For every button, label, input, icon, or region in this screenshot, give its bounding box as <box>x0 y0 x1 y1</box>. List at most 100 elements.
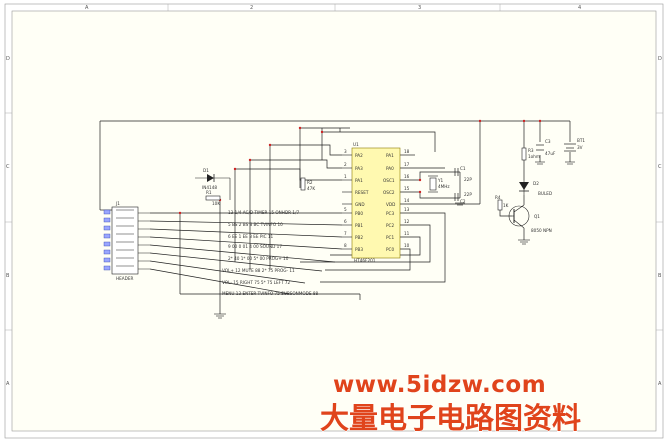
led-part: BULED <box>538 191 552 196</box>
row-label-right-4: A <box>658 381 662 387</box>
crystal-ref: Y1 <box>437 178 444 183</box>
r4-val: 1K <box>503 203 509 208</box>
key-row-6: VOL+ 12 MUTE 88 2* 75 PROG- 11 <box>222 268 295 273</box>
mcu-num-l2: 2 <box>344 162 347 167</box>
diode-d1: D1 IN4148 <box>195 168 231 200</box>
led-d2: D2 BULED <box>519 180 552 196</box>
mcu-pin-r7: PC2 <box>386 223 394 228</box>
c2-val: 22P <box>464 192 472 197</box>
mcu-num-l3: 1 <box>344 174 347 179</box>
mcu-pin-l2: PA3 <box>355 166 363 171</box>
resistor-r2: R2 47K <box>300 177 315 191</box>
junction-dots <box>178 119 542 215</box>
col-label-3: 3 <box>418 5 421 11</box>
mcu-pin-l5: GND <box>355 202 365 207</box>
c1-ref: C1 <box>460 166 466 171</box>
key-row-4: 9 00 0 01 4 00 SOUND 17 <box>228 244 282 249</box>
c1-val: 22P <box>464 177 472 182</box>
connector-j1: J1 HEADER <box>103 201 150 281</box>
key-row-2: 5 BS 2 BS 8 BC TVINFO 10 <box>228 222 283 227</box>
led-ref: D2 <box>533 181 539 186</box>
mcu-pin-r1: PA1 <box>386 153 394 158</box>
r4-ref: R4 <box>495 195 501 200</box>
mcu-pin-l7: PB1 <box>355 223 363 228</box>
c3-val: 47uF <box>545 151 556 156</box>
watermark-cn: 大量电子电路图资料 <box>320 401 581 435</box>
watermark: www.5idzw.com 大量电子电路图资料 <box>320 372 582 436</box>
r2-ref: R2 <box>307 180 313 185</box>
mcu-num-l6: 5 <box>344 207 347 212</box>
mcu-part: HT46F201 <box>354 258 376 263</box>
transistor-ref: Q1 <box>534 214 540 219</box>
mcu-num-r6: 13 <box>404 207 410 212</box>
mcu-pin-r2: PA0 <box>386 166 394 171</box>
row-label-right-3: B <box>658 273 662 279</box>
col-label-2: 2 <box>250 5 253 11</box>
battery-ref: BT1 <box>577 138 585 143</box>
transistor-part: 8050 NPN <box>531 228 552 233</box>
col-label-4: 4 <box>578 5 581 11</box>
mcu-num-r5: 14 <box>404 198 410 203</box>
resistor-r3: R3 1ohm <box>521 147 540 161</box>
mcu-ref: U1 <box>353 142 359 147</box>
mcu-pin-r5: VDD <box>386 202 395 207</box>
connector-ref: J1 <box>115 201 120 206</box>
key-row-1: 13 1/4 AC/D TIMER 15 ONHDR 1/7 <box>228 210 299 215</box>
mcu-pin-l9: PB3 <box>355 247 363 252</box>
r1-ref: R1 <box>206 190 212 195</box>
row-label-right-2: C <box>658 164 662 170</box>
mcu-num-l8: 7 <box>344 231 347 236</box>
capacitor-c2: C2 22P <box>454 192 472 204</box>
zone-ticks <box>5 4 663 331</box>
mcu-num-r1: 18 <box>404 149 410 154</box>
key-row-5: 2* 40 1* 00 5* 00 PROG+ 10 <box>228 256 289 261</box>
capacitor-c1: C1 22P <box>454 166 472 182</box>
mcu-pin-r3: OSC1 <box>383 178 395 183</box>
mcu-num-l1: 3 <box>344 149 347 154</box>
r3-ref: R3 <box>528 148 534 153</box>
mcu-pin-l1: PA2 <box>355 153 363 158</box>
mcu-num-r8: 11 <box>404 231 410 236</box>
diode-ref: D1 <box>203 168 209 173</box>
row-label-left-1: D <box>6 56 10 62</box>
key-row-8: MENU 13 ENTER TVINFO 75 SUBSONMODE 88 <box>222 291 319 296</box>
mcu-pin-l8: PB2 <box>355 235 363 240</box>
mcu-num-r3: 16 <box>404 174 410 179</box>
crystal-val: 4MHz <box>438 184 450 189</box>
key-row-7: VOL- 15 RIGHT 75 5* 75 LEFT 72 <box>222 280 291 285</box>
mcu-pin-r8: PC1 <box>386 235 394 240</box>
c2-ref: C2 <box>460 199 466 204</box>
mcu-num-l7: 6 <box>344 219 347 224</box>
mcu-pin-r6: PC3 <box>386 211 394 216</box>
mcu-num-r7: 12 <box>404 219 410 224</box>
transistor-q1: Q1 8050 NPN <box>508 204 552 233</box>
resistor-r4: R4 1K <box>495 195 509 211</box>
connector-part: HEADER <box>116 276 134 281</box>
r2-val: 47K <box>307 186 315 191</box>
key-row-3: 6 EE 1 EE 3 EE PIC 11 <box>228 234 274 239</box>
mcu-num-l9: 8 <box>344 243 347 248</box>
row-label-left-3: B <box>6 273 10 279</box>
mcu-u1: U1 HT46F201 PA2 PA3 PA1 RESET GND PB0 PB… <box>342 142 410 263</box>
crystal-y1: Y1 4MHz <box>428 175 450 193</box>
battery-bt1: BT1 3V <box>564 138 585 152</box>
mcu-pin-l4: RESET <box>355 190 369 195</box>
row-label-left-2: C <box>6 164 10 170</box>
row-label-right-1: D <box>658 56 662 62</box>
mcu-pin-l6: PB0 <box>355 211 363 216</box>
watermark-url: www.5idzw.com <box>333 372 546 398</box>
battery-val: 3V <box>577 145 583 150</box>
ground-symbols <box>214 161 575 319</box>
col-label-1: A <box>85 5 89 11</box>
r3-val: 1ohm <box>528 154 540 159</box>
mcu-pin-l3: PA1 <box>355 178 363 183</box>
diode-part: IN4148 <box>202 185 217 190</box>
r1-val: 10K <box>212 201 220 206</box>
key-matrix-labels: 13 1/4 AC/D TIMER 15 ONHDR 1/7 5 BS 2 BS… <box>222 210 319 296</box>
mcu-num-r4: 15 <box>404 186 410 191</box>
mcu-pin-r4: OSC2 <box>383 190 395 195</box>
row-label-left-4: A <box>6 381 10 387</box>
mcu-num-r2: 17 <box>404 162 410 167</box>
mcu-pin-r9: PC0 <box>386 247 394 252</box>
